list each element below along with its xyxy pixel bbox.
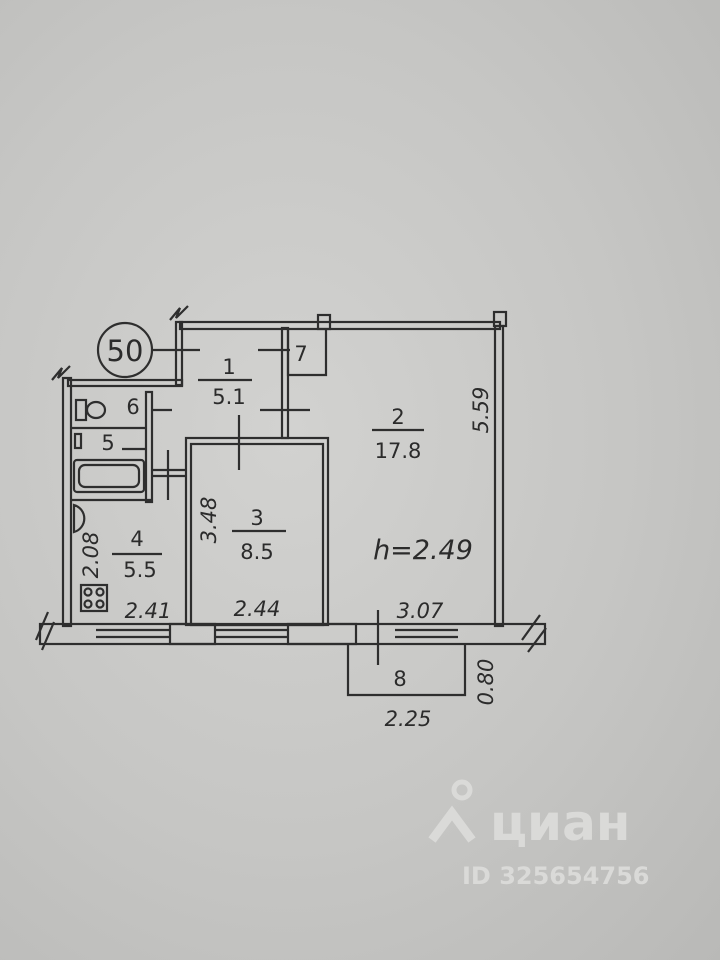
apartment-number-badge: 50: [96, 321, 154, 379]
room-3-width: 2.44: [234, 597, 281, 621]
room-5-number: 5: [101, 431, 114, 455]
bathtub-icon: [72, 458, 146, 494]
room-2-width: 3.07: [397, 599, 444, 623]
washbasin-icon: [72, 503, 86, 534]
watermark-brand: циан: [490, 794, 630, 852]
toilet-icon: [74, 398, 107, 422]
room-4-length: 2.08: [79, 532, 103, 579]
room-4-number: 4: [130, 527, 143, 551]
room-4-width: 2.41: [125, 599, 172, 623]
balcony-width: 2.25: [385, 707, 432, 731]
fixtures: [72, 398, 146, 613]
location-pin-icon: [428, 779, 476, 843]
room-3-number: 3: [250, 506, 263, 530]
room-7-number: 7: [294, 342, 307, 366]
apartment-number: 50: [107, 334, 144, 368]
room-8-number: 8: [393, 667, 406, 691]
room-4-area: 5.5: [123, 558, 156, 582]
walls: [38, 310, 547, 697]
watermark: циан ID 325654756: [428, 779, 650, 890]
room-2-number: 2: [391, 405, 404, 429]
room-2-area: 17.8: [375, 439, 422, 463]
break-marks: [34, 305, 547, 653]
room-1-area: 5.1: [212, 385, 245, 409]
watermark-id: ID 325654756: [462, 862, 650, 890]
room-1-number: 1: [222, 355, 235, 379]
balcony-depth: 0.80: [474, 659, 498, 706]
sink-icon: [73, 432, 83, 450]
ceiling-height: h=2.49: [373, 535, 473, 566]
stove-icon: [79, 583, 109, 613]
axis-lines: [112, 348, 424, 665]
room-2-length: 5.59: [469, 387, 493, 434]
room-6-number: 6: [126, 395, 139, 419]
room-3-area: 8.5: [240, 540, 273, 564]
room-3-length: 3.48: [197, 497, 221, 544]
